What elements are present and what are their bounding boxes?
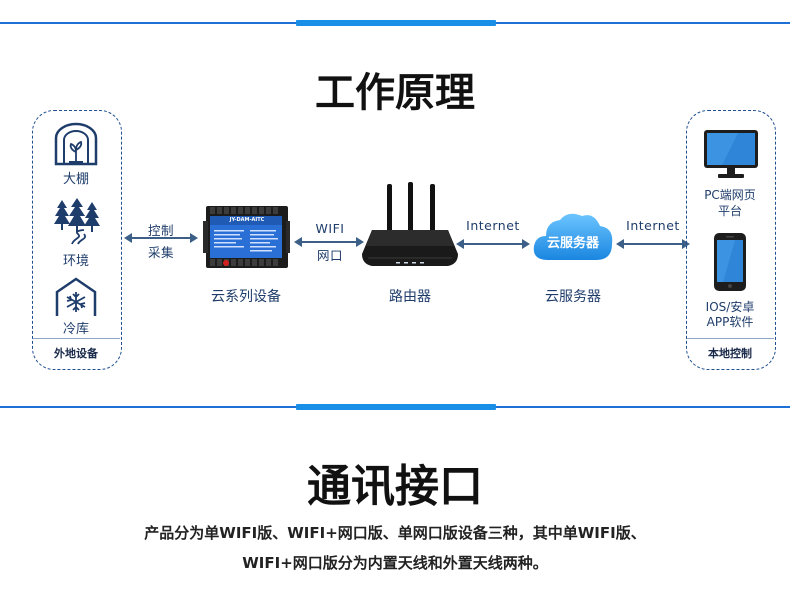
- right-box-caption: 本地控制: [708, 347, 752, 360]
- middle-divider-accent: [296, 404, 496, 410]
- app-label-line1: IOS/安卓: [705, 300, 755, 314]
- pc-label-line2: 平台: [717, 204, 742, 218]
- pc-label-line1: PC端网页: [704, 188, 756, 202]
- arrow1-label-bottom: 采集: [147, 245, 174, 260]
- app-label-line2: APP软件: [706, 315, 754, 329]
- section-title-principle: 工作原理: [315, 70, 475, 116]
- arrow-internet-1: [456, 239, 530, 249]
- cold-storage-icon: [55, 277, 97, 316]
- arrow4-label: Internet: [626, 218, 680, 233]
- arrow-internet-2: [616, 239, 690, 249]
- top-divider-accent: [296, 20, 496, 26]
- left-item-cold-storage: 冷库: [62, 322, 89, 337]
- right-box-divider: [687, 338, 774, 339]
- arrow-wifi-ethernet: [294, 237, 364, 247]
- arrow3-label: Internet: [466, 218, 520, 233]
- description-line-1: 产品分为单WIFI版、WIFI+网口版、单网口版设备三种，其中单WIFI版、: [144, 524, 646, 542]
- cloud-device-icon: [203, 206, 290, 268]
- arrow1-label-top: 控制: [147, 223, 174, 238]
- router-icon: [362, 182, 458, 266]
- left-item-greenhouse: 大棚: [62, 172, 89, 187]
- left-box-divider: [33, 338, 120, 339]
- left-item-environment: 环境: [62, 254, 89, 269]
- cloud-inner-label: 云服务器: [546, 236, 599, 251]
- greenhouse-icon: [54, 122, 98, 166]
- trees-icon: [54, 198, 100, 245]
- device-model-text: JY-DAM-AITC: [229, 217, 265, 223]
- section-title-communication: 通讯接口: [307, 461, 483, 512]
- cloud-label: 云服务器: [545, 289, 601, 305]
- pc-monitor-icon: [704, 130, 758, 178]
- router-label: 路由器: [389, 289, 431, 305]
- local-control-box: [686, 110, 776, 370]
- device-label: 云系列设备: [211, 289, 281, 305]
- mobile-phone-icon: [714, 233, 746, 291]
- arrow-control-collect: [124, 233, 198, 243]
- arrow2-label-top: WIFI: [315, 221, 345, 236]
- cloud-server-icon: [533, 213, 613, 260]
- description-line-2: WIFI+网口版分为内置天线和外置天线两种。: [242, 554, 548, 572]
- arrow2-label-bottom: 网口: [316, 248, 343, 263]
- remote-devices-box: [32, 110, 122, 370]
- left-box-caption: 外地设备: [54, 347, 98, 360]
